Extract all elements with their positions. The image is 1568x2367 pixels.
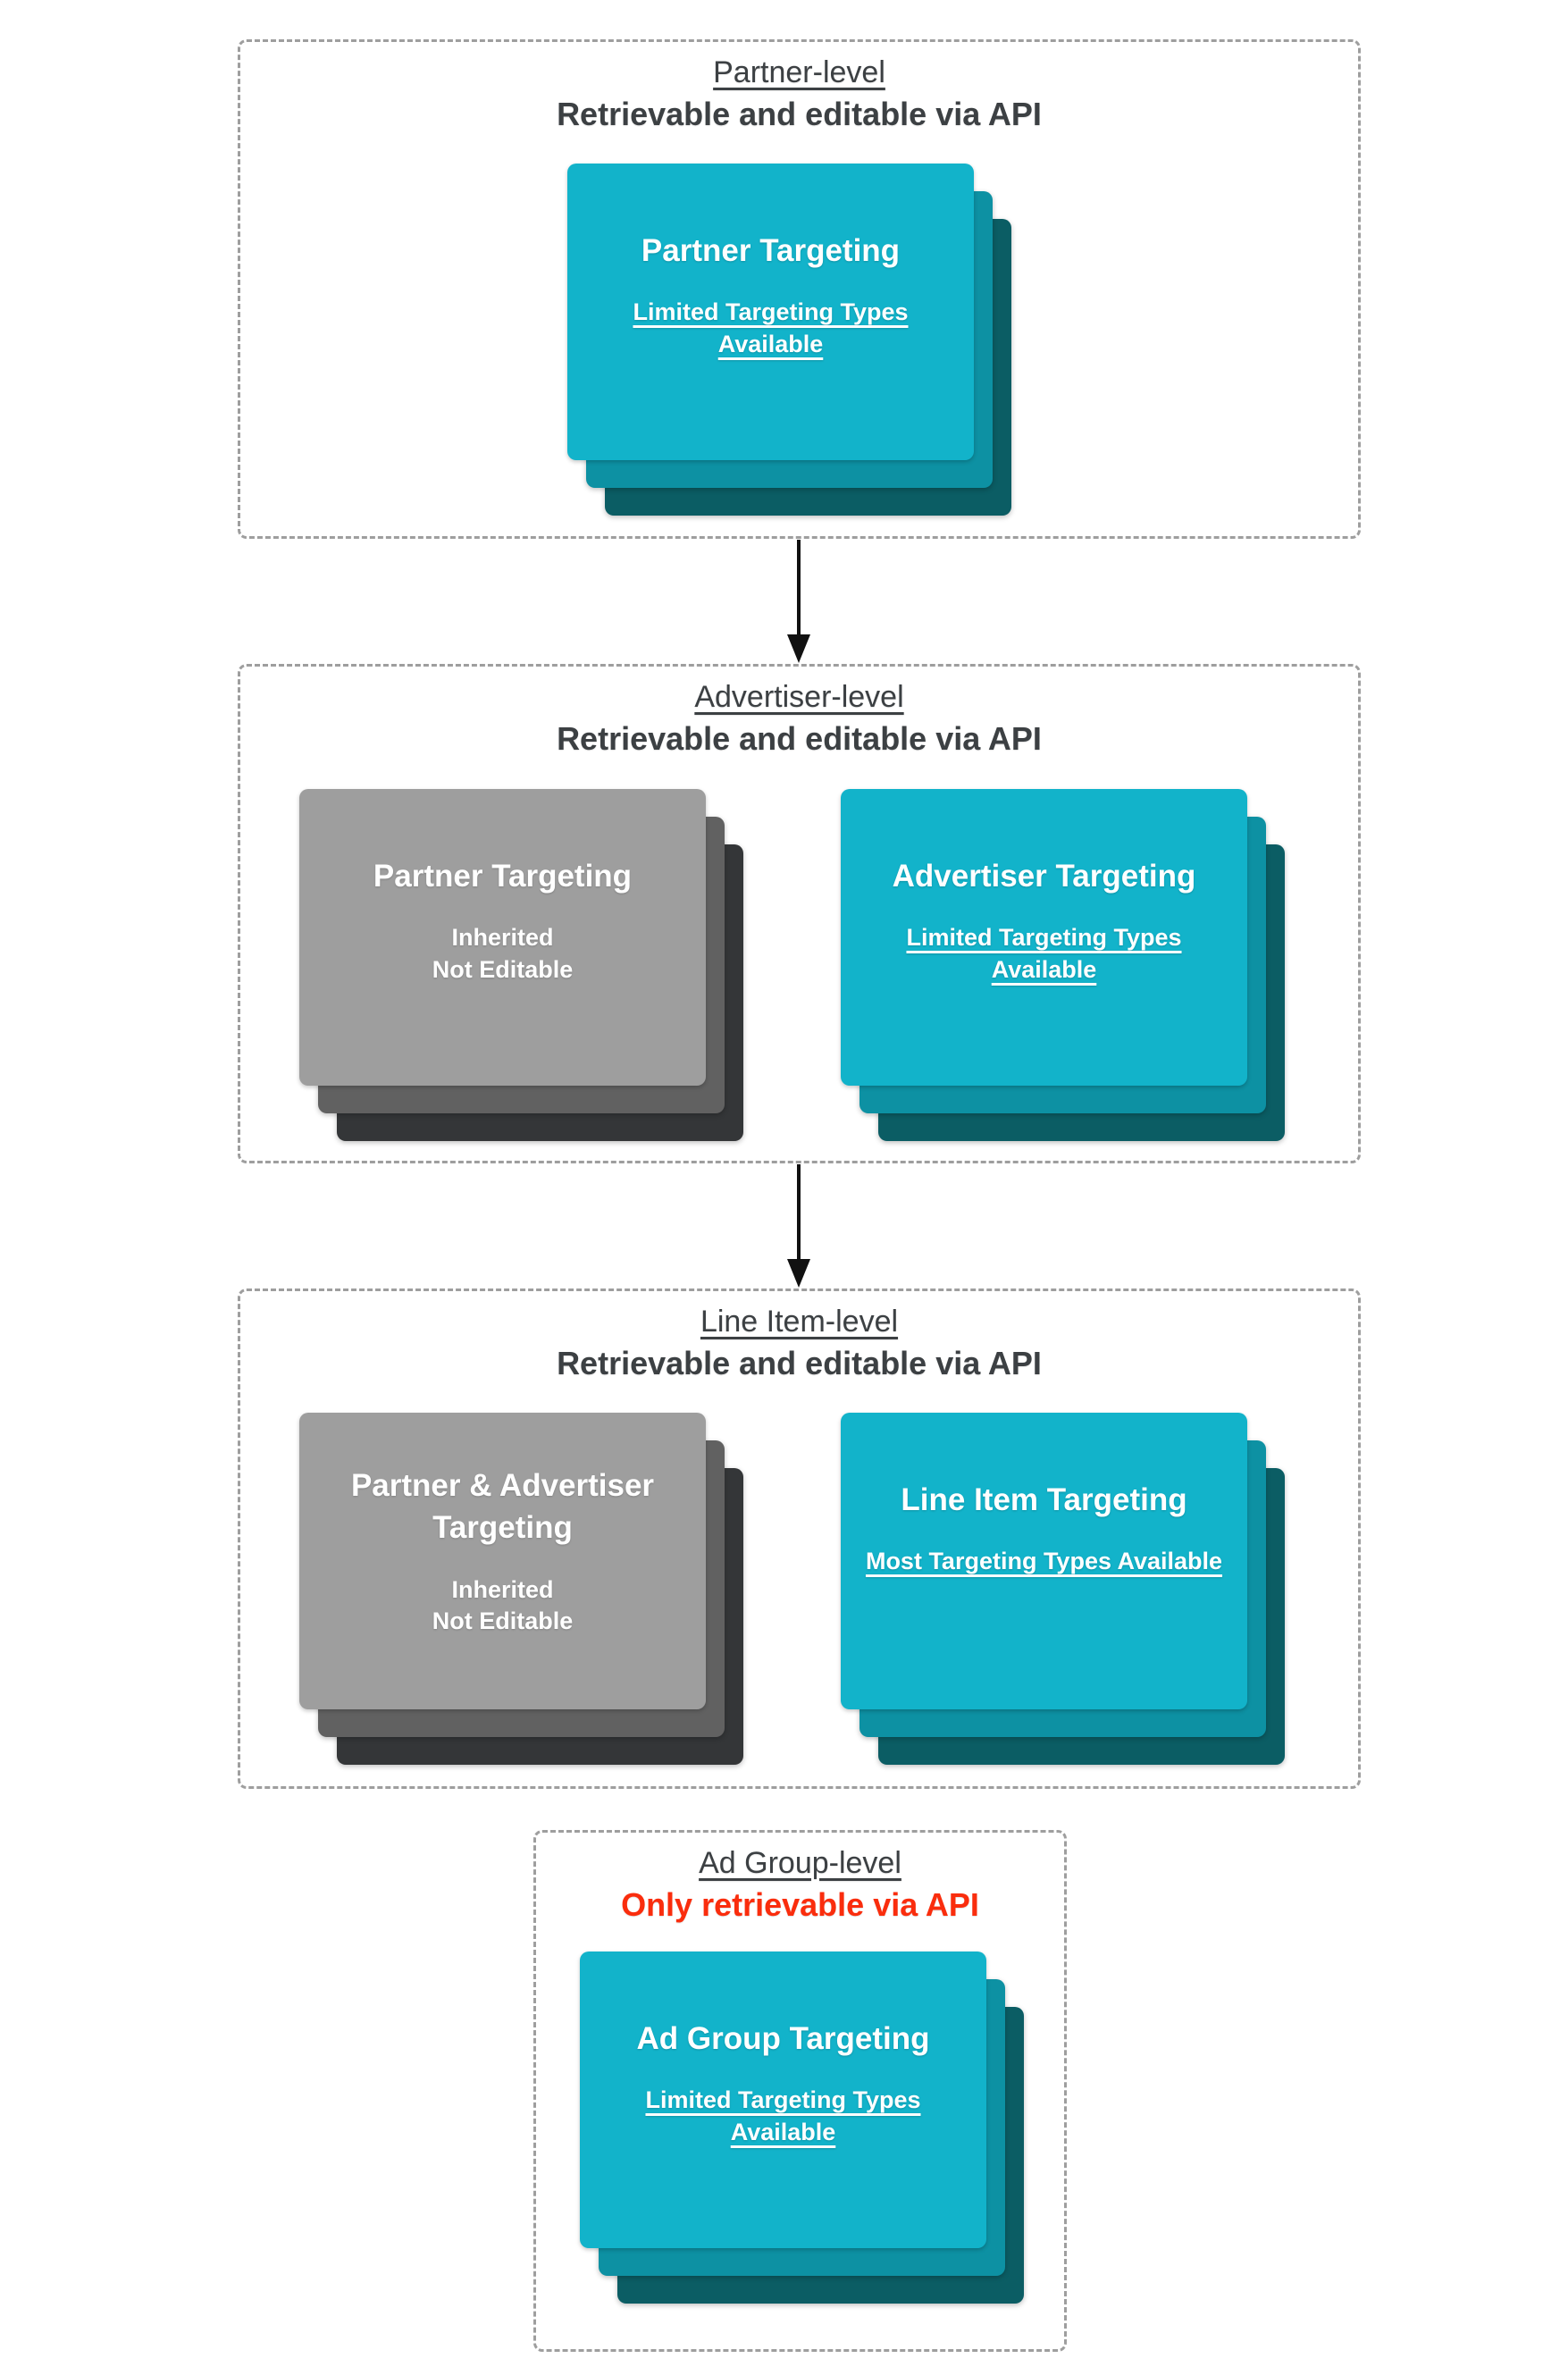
card-ad-group-targeting: Ad Group Targeting Limited Targeting Typ… — [580, 1952, 1024, 2304]
card-partner-targeting-inherited: Partner Targeting Inherited Not Editable — [299, 789, 743, 1141]
section-subtitle: Only retrievable via API — [621, 1885, 979, 1923]
arrow-head-icon — [787, 1259, 810, 1288]
section-subtitle: Retrievable and editable via API — [557, 1344, 1042, 1381]
section-partner-level: Partner-level Retrievable and editable v… — [238, 39, 1361, 539]
section-line-item-level: Line Item-level Retrievable and editable… — [238, 1288, 1361, 1789]
card-title: Ad Group Targeting — [636, 2021, 930, 2056]
card-title: Advertiser Targeting — [892, 859, 1196, 894]
card-partner-targeting: Partner Targeting Limited Targeting Type… — [567, 164, 1011, 516]
section-title: Advertiser-level — [694, 680, 904, 714]
arrow-head-icon — [787, 634, 810, 663]
section-advertiser-level: Advertiser-level Retrievable and editabl… — [238, 664, 1361, 1163]
card-line-item-targeting: Line Item Targeting Most Targeting Types… — [841, 1413, 1285, 1765]
card-body: Inherited Not Editable — [432, 924, 574, 984]
card-body: Inherited Not Editable — [432, 1575, 574, 1635]
flow-arrow-advertiser-to-line-item — [785, 1164, 812, 1288]
flow-arrow-partner-to-advertiser — [785, 540, 812, 663]
arrow-line — [797, 1164, 801, 1261]
section-subtitle: Retrievable and editable via API — [557, 719, 1042, 757]
section-title: Ad Group-level — [699, 1846, 901, 1880]
card-body: Most Targeting Types Available — [865, 1548, 1223, 1575]
section-subtitle: Retrievable and editable via API — [557, 95, 1042, 132]
section-ad-group-level: Ad Group-level Only retrievable via API … — [533, 1830, 1067, 2352]
card-partner-advertiser-targeting-inherited: Partner & Advertiser Targeting Inherited… — [299, 1413, 743, 1765]
card-title: Partner Targeting — [641, 233, 901, 268]
section-title: Partner-level — [713, 55, 885, 89]
card-title: Line Item Targeting — [901, 1482, 1187, 1517]
card-body: Limited Targeting Types Available — [645, 2086, 921, 2146]
card-title: Partner Targeting — [373, 859, 633, 894]
card-advertiser-targeting: Advertiser Targeting Limited Targeting T… — [841, 789, 1285, 1141]
section-title: Line Item-level — [700, 1305, 899, 1339]
card-body: Limited Targeting Types Available — [906, 924, 1182, 984]
arrow-line — [797, 540, 801, 636]
card-body: Limited Targeting Types Available — [633, 298, 909, 358]
card-title: Partner & Advertiser Targeting — [350, 1468, 655, 1546]
